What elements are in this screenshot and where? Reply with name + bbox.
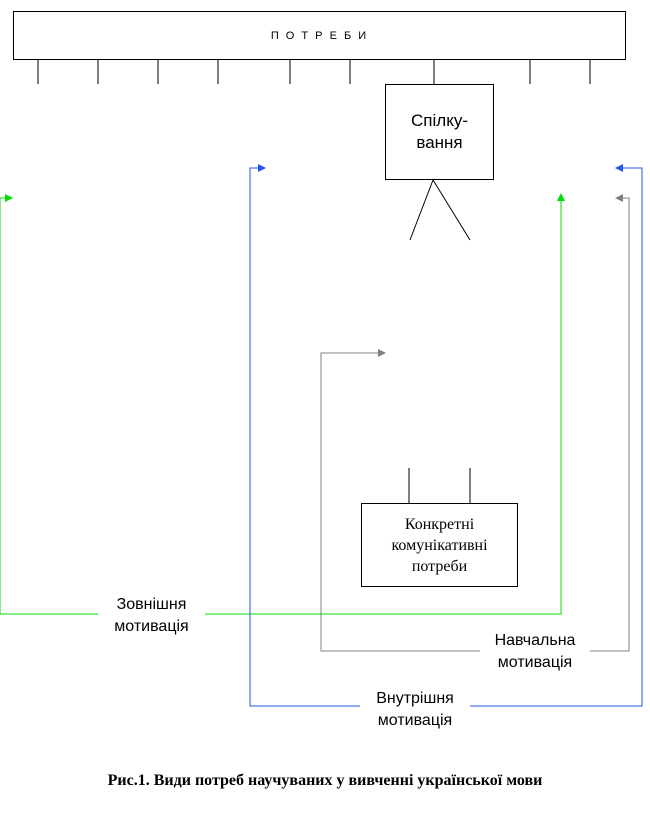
figure-caption: Рис.1. Види потреб научуваних у вивченні… bbox=[107, 772, 543, 789]
educational-motivation-line1: Навчальна bbox=[494, 632, 576, 649]
educational-motivation-label: Навчальна мотивація bbox=[480, 630, 590, 674]
external-arrow-right bbox=[557, 193, 565, 201]
communication-box: Спілку- вання bbox=[385, 84, 494, 180]
communication-branch-lines bbox=[408, 179, 471, 503]
internal-arrow-right bbox=[615, 164, 623, 172]
specific-needs-line1: Конкретні bbox=[404, 515, 475, 533]
educational-motivation-line2: мотивація bbox=[497, 654, 573, 671]
external-motivation-line2: мотивація bbox=[114, 618, 189, 635]
specific-needs-line3: потреби bbox=[411, 557, 468, 575]
communication-label-line2: вання bbox=[416, 133, 463, 152]
needs-ticks bbox=[37, 59, 591, 84]
external-arrow-left bbox=[5, 194, 13, 202]
internal-motivation-line2: мотивація bbox=[377, 712, 453, 729]
specific-needs-line2: комунікативні bbox=[391, 536, 488, 554]
internal-arrow-left bbox=[258, 164, 266, 172]
external-motivation-line1: Зовнішня bbox=[116, 596, 187, 613]
needs-box: П О Т Р Е Б И bbox=[13, 11, 626, 60]
external-motivation-label: Зовнішня мотивація bbox=[98, 594, 205, 638]
specific-needs-box: Конкретні комунікативні потреби bbox=[361, 503, 518, 587]
needs-label: П О Т Р Е Б И bbox=[270, 29, 369, 42]
educational-arrow-center bbox=[378, 349, 386, 357]
educational-arrow-right bbox=[615, 194, 623, 202]
educational-motivation-connector bbox=[320, 197, 630, 652]
communication-label-line1: Спілку- bbox=[411, 111, 468, 130]
internal-motivation-label: Внутрішня мотивація bbox=[360, 688, 470, 732]
internal-motivation-connector bbox=[249, 167, 643, 707]
internal-motivation-line1: Внутрішня bbox=[376, 690, 454, 707]
external-motivation-connector bbox=[0, 197, 562, 615]
